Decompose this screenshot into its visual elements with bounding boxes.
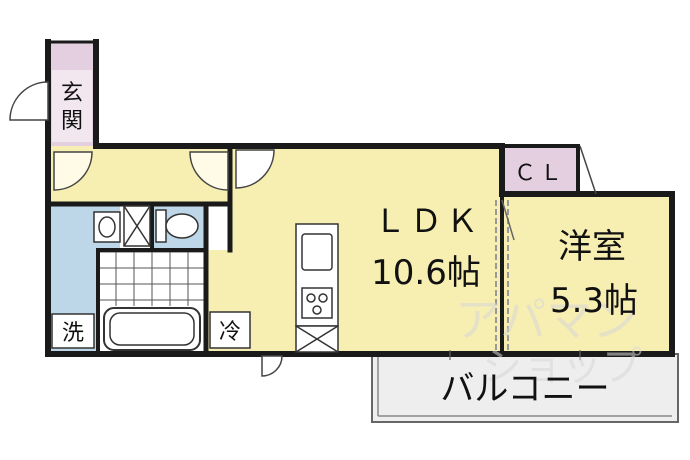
yoshitsu-label: 洋室	[558, 227, 626, 267]
kitchen-storage	[295, 325, 339, 353]
ldk-label: ＬＤＫ	[374, 202, 482, 240]
ldk-inner-door	[235, 149, 275, 189]
sliding-door	[495, 200, 509, 350]
ldk-floor	[230, 146, 502, 354]
genkan-label-2: 関	[61, 109, 83, 134]
bathtub-inner	[109, 312, 195, 346]
laundry-box	[51, 313, 95, 349]
closet-rail	[501, 199, 515, 241]
hall-door-swing	[53, 151, 93, 191]
watermark-line1: アパマン	[455, 293, 638, 347]
fridge-door-swing	[261, 355, 283, 377]
toilet	[155, 209, 199, 243]
laundry-label: 洗	[62, 321, 84, 346]
yoshitsu-size: 5.3帖	[550, 281, 638, 321]
balcony-floor	[371, 353, 679, 423]
wash-basin	[93, 211, 121, 243]
bathtub	[103, 307, 201, 351]
window-marks	[449, 350, 581, 360]
kitchen-counter	[295, 223, 339, 327]
fridge-label: 冷	[219, 320, 241, 345]
yoshitsu-floor	[502, 194, 672, 354]
genkan-label-1: 玄	[61, 81, 83, 106]
storage-shelf	[123, 205, 151, 247]
closet-door	[579, 145, 597, 195]
fridge-box	[209, 311, 251, 349]
balcony-label: バルコニー	[440, 369, 609, 409]
doors	[9, 81, 283, 377]
closet-label: ＣＬ	[514, 161, 566, 186]
front-door-swing	[9, 81, 49, 121]
watermark-line2: ショップ	[482, 344, 642, 390]
closet-floor	[502, 146, 578, 194]
ldk-size: 10.6帖	[371, 253, 481, 293]
genkan-tile	[52, 70, 92, 142]
ldk-door-swing	[189, 151, 229, 191]
